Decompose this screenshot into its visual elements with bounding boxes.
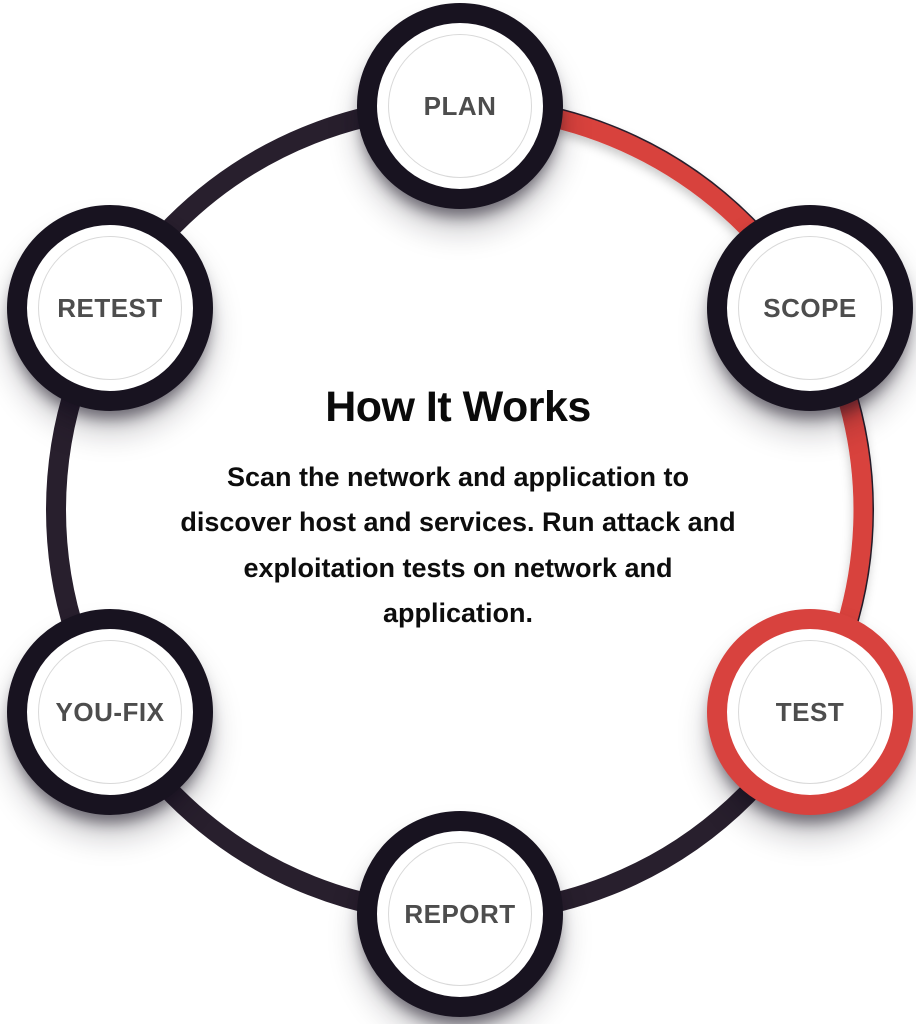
- node-inner-ring: REPORT: [388, 842, 532, 986]
- node-inner-ring: RETEST: [38, 236, 182, 380]
- diagram-description: Scan the network and application to disc…: [180, 462, 736, 629]
- step-node-you-fix[interactable]: YOU-FIX: [7, 609, 213, 815]
- step-node-test[interactable]: TEST: [707, 609, 913, 815]
- center-text-block: How It Works Scan the network and applic…: [168, 383, 748, 636]
- step-label: RETEST: [57, 292, 163, 323]
- step-node-plan[interactable]: PLAN: [357, 3, 563, 209]
- step-label: REPORT: [404, 898, 516, 929]
- node-inner-ring: TEST: [738, 640, 882, 784]
- node-inner-ring: PLAN: [388, 34, 532, 178]
- step-label: TEST: [775, 696, 845, 727]
- step-node-retest[interactable]: RETEST: [7, 205, 213, 411]
- diagram-title: How It Works: [325, 383, 591, 431]
- step-label: YOU-FIX: [55, 696, 165, 727]
- step-label: SCOPE: [763, 292, 857, 323]
- step-node-scope[interactable]: SCOPE: [707, 205, 913, 411]
- node-inner-ring: YOU-FIX: [38, 640, 182, 784]
- node-inner-ring: SCOPE: [738, 236, 882, 380]
- step-node-report[interactable]: REPORT: [357, 811, 563, 1017]
- step-label: PLAN: [423, 90, 497, 121]
